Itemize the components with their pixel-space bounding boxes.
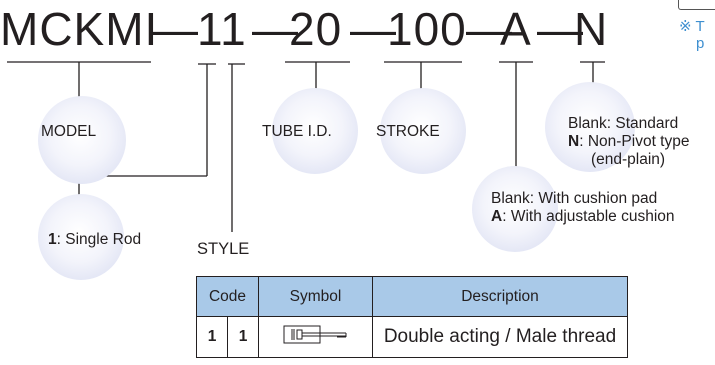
code-part-style: 11 xyxy=(197,3,247,55)
cushion-circle xyxy=(472,166,558,252)
single-rod-code: 1 xyxy=(48,231,57,248)
note-line-2: p xyxy=(696,35,705,52)
pivot-n-option: N: Non-Pivot type xyxy=(568,133,689,151)
code-part-pivot: N xyxy=(574,3,609,55)
pivot-n-code: N xyxy=(568,133,580,150)
tube-circle xyxy=(272,88,358,174)
pivot-blank-option: Blank: Standard xyxy=(568,115,679,132)
cushion-blank-option: Blank: With cushion pad xyxy=(491,190,658,207)
style-circle xyxy=(38,194,124,280)
symbol-cell xyxy=(258,316,373,358)
stroke-label: STROKE xyxy=(376,123,440,140)
single-rod-desc: : Single Rod xyxy=(56,231,142,248)
stroke-circle xyxy=(380,88,466,174)
code-cell-1: 1 xyxy=(196,316,228,358)
note-text: ※ T p xyxy=(679,18,705,52)
symbol-header: Symbol xyxy=(258,276,373,317)
pivot-n-desc: : Non-Pivot type xyxy=(579,133,690,150)
pivot-circle xyxy=(545,82,635,172)
single-rod-option: 1: Single Rod xyxy=(48,231,141,249)
double-acting-cylinder-icon xyxy=(283,325,346,343)
description-cell: Double acting / Male thread xyxy=(372,316,628,358)
code-separator: — xyxy=(252,3,299,55)
code-separator: — xyxy=(152,3,199,55)
code-header: Code xyxy=(196,276,259,317)
code-cell-2: 1 xyxy=(227,316,259,358)
code-separator: — xyxy=(466,3,513,55)
pivot-n-desc-2: (end-plain) xyxy=(591,151,666,168)
corner-bracket xyxy=(678,0,715,10)
description-header: Description xyxy=(372,276,628,317)
style-table: Code Symbol Description 1 1 xyxy=(196,276,628,358)
model-label: MODEL xyxy=(41,123,97,140)
style-label: STYLE xyxy=(197,240,250,258)
cushion-a-desc: : With adjustable cushion xyxy=(502,208,675,225)
cushion-a-option: A: With adjustable cushion xyxy=(491,208,675,226)
table-row: 1 1 Double acting / Male threa xyxy=(196,316,628,358)
code-separator: — xyxy=(350,3,397,55)
cushion-a-code: A xyxy=(491,208,503,225)
model-circle xyxy=(38,96,126,184)
note-line-1: ※ T xyxy=(679,18,705,35)
code-part-cushion: A xyxy=(500,3,532,55)
tube-id-label: TUBE I.D. xyxy=(262,123,332,140)
style-table-header: Code Symbol Description xyxy=(196,276,628,317)
code-part-stroke: 100 xyxy=(387,3,467,55)
code-part-model: MCKMI xyxy=(0,3,159,55)
code-separator: — xyxy=(537,3,584,55)
code-part-tube: 20 xyxy=(289,3,343,55)
